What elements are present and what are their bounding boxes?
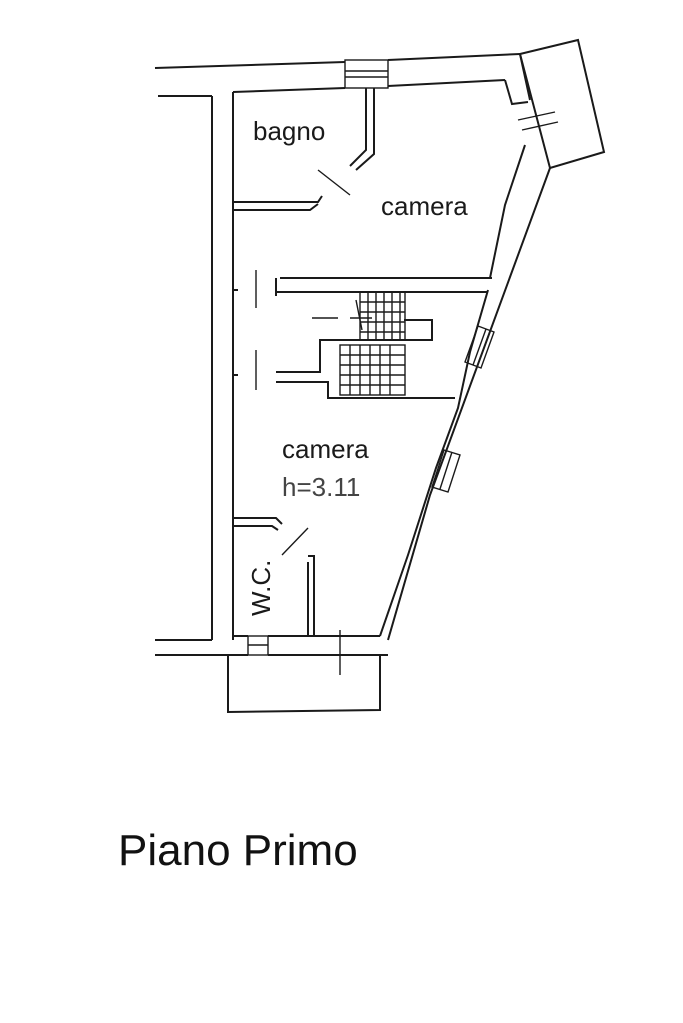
wc-partition [233, 517, 315, 636]
bottom-wall [233, 630, 388, 675]
left-wall [155, 92, 248, 656]
balcony-top-right [504, 38, 606, 170]
floor-title: Piano Primo [118, 826, 358, 875]
room-label-wc: W.C. [246, 560, 276, 616]
top-window [344, 59, 389, 89]
balcony-bottom [227, 655, 381, 714]
room-height-label: h=3.11 [282, 472, 360, 502]
stair-walls [232, 270, 492, 399]
room-label-camera-bottom: camera [282, 434, 369, 464]
staircase [312, 291, 406, 396]
right-wall [379, 144, 551, 641]
top-wall [154, 53, 521, 97]
room-label-bagno: bagno [253, 116, 325, 146]
room-label-camera-top: camera [381, 191, 468, 221]
bagno-partition [233, 88, 375, 211]
